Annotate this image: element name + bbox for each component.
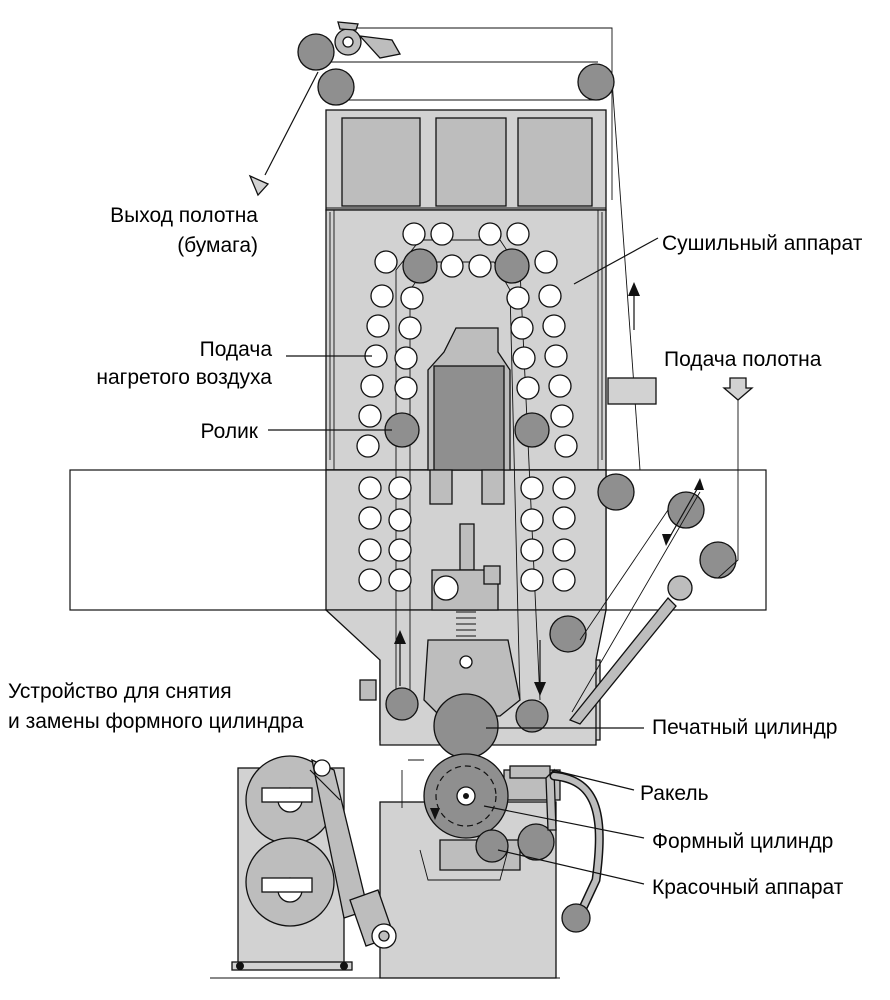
label-web-exit-1: Выход полотна [110, 204, 258, 227]
air-nozzles [356, 222, 578, 592]
top-roller-right [577, 63, 615, 101]
web-exit-arrow [248, 71, 319, 197]
doctor-blade-mount [509, 765, 551, 779]
label-web-exit-2: (бумага) [177, 234, 258, 257]
label-plate-cylinder: Формный цилиндр [652, 830, 833, 853]
leader-lines [268, 237, 659, 885]
top-roller-left-2 [317, 68, 355, 106]
pressure-mechanism [423, 523, 521, 717]
top-web-path [322, 27, 641, 471]
right-feed-roller [549, 615, 587, 653]
top-roller-left-1 [297, 33, 335, 71]
label-web-feed: Подача полотна [664, 348, 822, 371]
label-cylinder-change-2: и замены формного цилиндра [8, 710, 304, 733]
label-hot-air-1: Подача [200, 338, 273, 361]
dryer-side-block [607, 377, 657, 405]
label-roller: Ролик [201, 420, 259, 443]
label-cylinder-change-1: Устройство для снятия [8, 680, 232, 703]
top-tension-arm [334, 21, 402, 59]
inking-roller-right [517, 823, 555, 861]
label-hot-air-2: нагретого воздуха [96, 366, 272, 389]
web-feed-path [568, 377, 754, 725]
label-dryer: Сушильный аппарат [662, 232, 863, 255]
label-impression-cylinder: Печатный цилиндр [652, 716, 837, 739]
web-direction-arrows [394, 282, 640, 696]
hose-end-ball [561, 903, 591, 933]
central-heater [427, 327, 511, 505]
label-doctor-blade: Ракель [640, 782, 709, 805]
dryer-guide-rollers [384, 248, 550, 448]
ink-roller [475, 829, 509, 863]
lower-guide-roller-right [515, 699, 549, 733]
label-inking-unit: Красочный аппарат [652, 876, 844, 899]
lower-guide-roller-left [385, 687, 419, 721]
impression-cylinder [433, 693, 499, 759]
cylinder-change-device [231, 755, 397, 971]
